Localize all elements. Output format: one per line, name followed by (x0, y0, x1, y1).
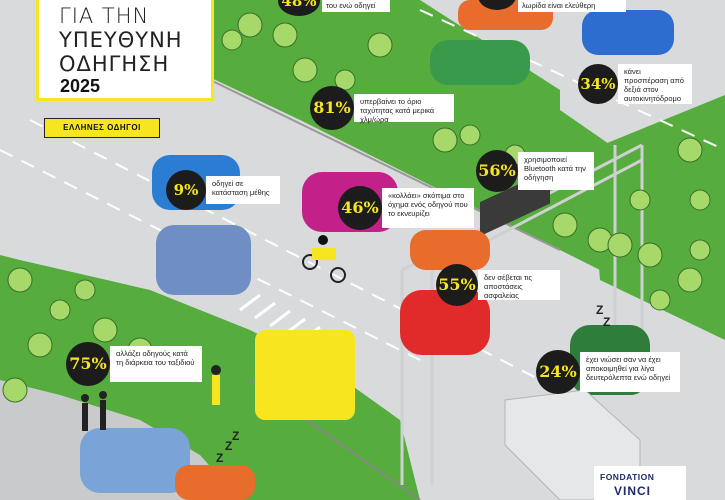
percent-circle: 56% (476, 150, 518, 192)
stat-label: «κολλάει» σκόπιμα στο όχημα ενός οδηγού … (382, 188, 474, 228)
percent-circle: 46% (338, 186, 382, 230)
percent-circle: 55% (436, 264, 478, 306)
percent-circle: 81% (310, 86, 354, 130)
stat-label: οδηγεί σε κατάσταση μέθης (206, 176, 280, 204)
svg-text:Z: Z (225, 439, 232, 453)
stat-label: κάνει προσπέραση από δεξιά στον αυτοκινη… (618, 64, 692, 104)
title-box: ΓΙΑ ΤΗΝ ΥΠΕΥΘΥΝΗ ΟΔΗΓΗΣΗ 2025 (36, 0, 214, 101)
stat-label: αλλάζει οδηγούς κατά τη διάρκεια του ταξ… (110, 346, 202, 382)
fondation-vinci-logo: FONDATION VINCI (594, 466, 686, 500)
percent-circle: 34% (578, 64, 618, 104)
svg-text:Z: Z (232, 429, 239, 443)
percent-circle: 24% (536, 350, 580, 394)
title-line-2: ΥΠΕΥΘΥΝΗ (59, 28, 183, 52)
svg-text:Z: Z (603, 315, 610, 329)
greek-drivers-badge: ΕΛΛΗΝΕΣ ΟΔΗΓΟΙ (44, 118, 160, 138)
percent-circle (478, 0, 516, 10)
svg-text:Z: Z (216, 451, 223, 465)
svg-text:Z: Z (596, 303, 603, 317)
title-year: 2025 (60, 76, 101, 96)
logo-line-2: VINCI (614, 484, 652, 498)
logo-line-1: FONDATION (600, 472, 655, 482)
stat-label: του ενώ οδηγεί (322, 0, 390, 12)
stat-label: χρησιμοποιεί Bluetooth κατά την οδήγηση (518, 152, 594, 190)
title-line-1: ΓΙΑ ΤΗΝ (59, 4, 150, 28)
percent-circle: 9% (166, 170, 206, 210)
percent-circle: 75% (66, 342, 110, 386)
stat-label: υπερβαίνει το όριο ταχύτητας κατά μερικά… (354, 94, 454, 124)
title-line-3: ΟΔΗΓΗΣΗ (59, 52, 170, 76)
stat-label: λωρίδα είναι ελεύθερη (518, 0, 626, 12)
stat-label: έχει νιώσει σαν να έχει αποκοιμηθεί για … (580, 352, 680, 392)
stat-label: δεν σέβεται τις αποστάσεις ασφαλείας (478, 270, 560, 300)
percent-circle: 48% (278, 0, 320, 16)
